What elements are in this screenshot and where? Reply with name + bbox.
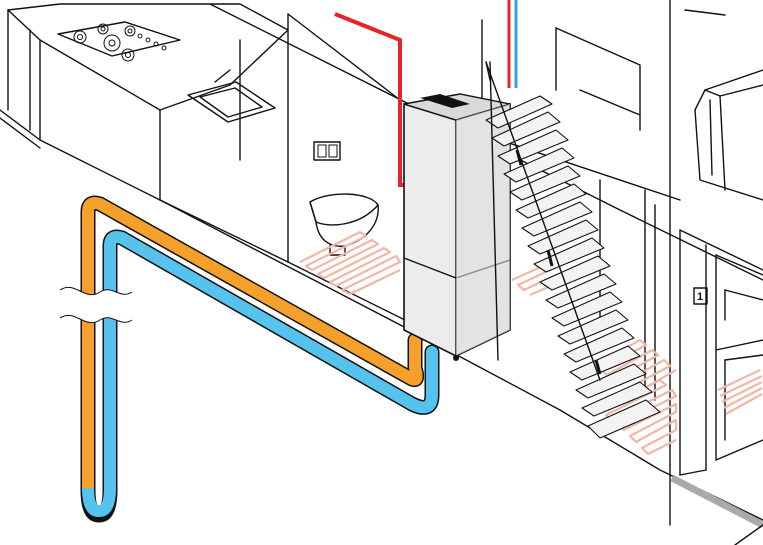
staircase-icon [485, 61, 661, 439]
underfloor-heating-icon [299, 230, 763, 456]
flush-button-icon [313, 141, 341, 161]
ground-loop-pipe-icon [59, 195, 440, 523]
cooktop-icon [57, 21, 181, 62]
door-number-sign: 1 [697, 291, 703, 303]
sofa-icon [694, 69, 763, 201]
door-icon: 1 [693, 287, 708, 305]
wall-toilet-icon [309, 193, 379, 256]
sink-icon [187, 69, 276, 123]
